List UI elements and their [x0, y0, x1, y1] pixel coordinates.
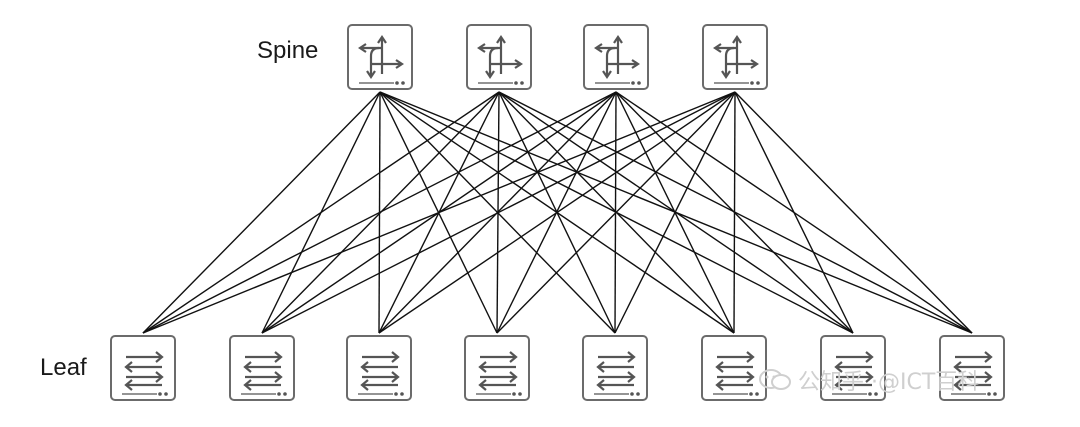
- spine-switch-1: [347, 24, 413, 90]
- spine-switch-4: [702, 24, 768, 90]
- link-spine2-leaf8: [498, 91, 973, 334]
- link-spine4-leaf2: [261, 91, 736, 334]
- link-spine4-leaf7: [734, 91, 854, 334]
- link-spine4-leaf1: [142, 91, 736, 334]
- leaf-switch-1: [110, 335, 176, 401]
- link-spine4-leaf6: [733, 91, 736, 334]
- leaf-switch-7: [820, 335, 886, 401]
- spine-switch-2: [466, 24, 532, 90]
- leaf-switch-2: [229, 335, 295, 401]
- link-spine4-leaf4: [496, 91, 736, 334]
- link-spine3-leaf1: [142, 91, 617, 334]
- link-spine2-leaf1: [142, 91, 500, 334]
- link-spine4-leaf5: [614, 91, 736, 334]
- leaf-switch-5: [582, 335, 648, 401]
- spine-tier-label: Spine: [257, 37, 319, 64]
- leaf-switch-8: [939, 335, 1005, 401]
- link-spine4-leaf3: [378, 91, 736, 334]
- leaf-switch-4: [464, 335, 530, 401]
- link-spine4-leaf8: [734, 91, 973, 334]
- leaf-switch-6: [701, 335, 767, 401]
- link-spine1-leaf1: [142, 91, 381, 334]
- spine-switch-3: [583, 24, 649, 90]
- leaf-switch-3: [346, 335, 412, 401]
- link-spine2-leaf7: [498, 91, 854, 334]
- leaf-tier-label: Leaf: [40, 354, 87, 381]
